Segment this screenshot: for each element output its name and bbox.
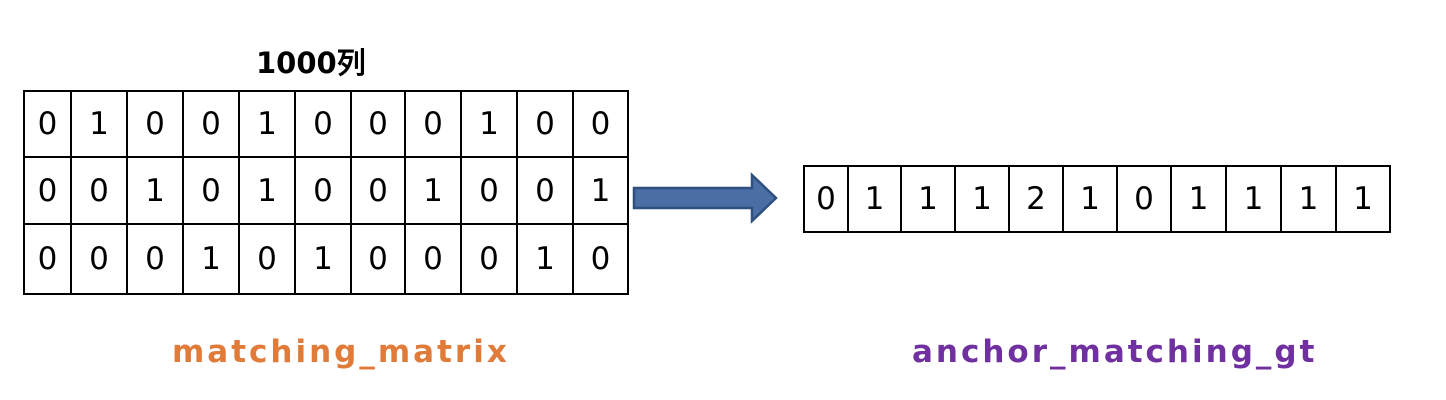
- column-count-label: 1000列: [256, 46, 366, 80]
- vector-cell: 1: [1172, 167, 1227, 233]
- matrix-cell: 0: [574, 92, 629, 158]
- matrix-cell: 0: [128, 225, 184, 295]
- matrix-cell: 1: [406, 158, 462, 225]
- matrix-cell: 1: [184, 225, 240, 295]
- matrix-cell: 0: [240, 225, 296, 295]
- vector-cell: 0: [1118, 167, 1172, 233]
- vector-cell: 1: [1282, 167, 1337, 233]
- matrix-cell: 0: [462, 158, 518, 225]
- matrix-cell: 0: [518, 158, 574, 225]
- right-arrow-shape: [632, 172, 778, 224]
- matrix-cell: 0: [25, 225, 72, 295]
- vector-cell: 1: [956, 167, 1010, 233]
- matrix-cell: 1: [72, 92, 128, 158]
- matrix-cell: 0: [574, 225, 629, 295]
- matrix-cell: 0: [72, 158, 128, 225]
- matrix-cell: 0: [462, 225, 518, 295]
- matrix-cell: 1: [128, 158, 184, 225]
- matrix-cell: 0: [352, 92, 406, 158]
- matrix-cell: 0: [184, 158, 240, 225]
- anchor-matching-gt-caption: anchor_matching_gt: [912, 334, 1318, 370]
- matrix-cell: 1: [240, 158, 296, 225]
- vector-cell: 1: [1064, 167, 1118, 233]
- matrix-cell: 1: [574, 158, 629, 225]
- vector-cell: 1: [1337, 167, 1391, 233]
- matching-matrix-caption: matching_matrix: [172, 334, 510, 370]
- vector-cell: 2: [1010, 167, 1064, 233]
- matrix-cell: 1: [462, 92, 518, 158]
- matrix-cell: 0: [296, 92, 352, 158]
- matrix-cell: 0: [406, 225, 462, 295]
- matrix-cell: 0: [352, 225, 406, 295]
- right-arrow-icon: [632, 172, 778, 224]
- vector-cell: 0: [805, 167, 849, 233]
- matrix-cell: 0: [296, 158, 352, 225]
- vector-cell: 1: [902, 167, 956, 233]
- matrix-cell: 0: [352, 158, 406, 225]
- matrix-cell: 1: [518, 225, 574, 295]
- vector-cell: 1: [1227, 167, 1282, 233]
- matrix-cell: 1: [240, 92, 296, 158]
- matrix-cell: 0: [25, 92, 72, 158]
- matrix-cell: 0: [184, 92, 240, 158]
- matrix-cell: 0: [406, 92, 462, 158]
- matrix-cell: 1: [296, 225, 352, 295]
- matrix-cell: 0: [25, 158, 72, 225]
- matrix-cell: 0: [72, 225, 128, 295]
- vector-cell: 1: [849, 167, 902, 233]
- matrix-cell: 0: [518, 92, 574, 158]
- matrix-cell: 0: [128, 92, 184, 158]
